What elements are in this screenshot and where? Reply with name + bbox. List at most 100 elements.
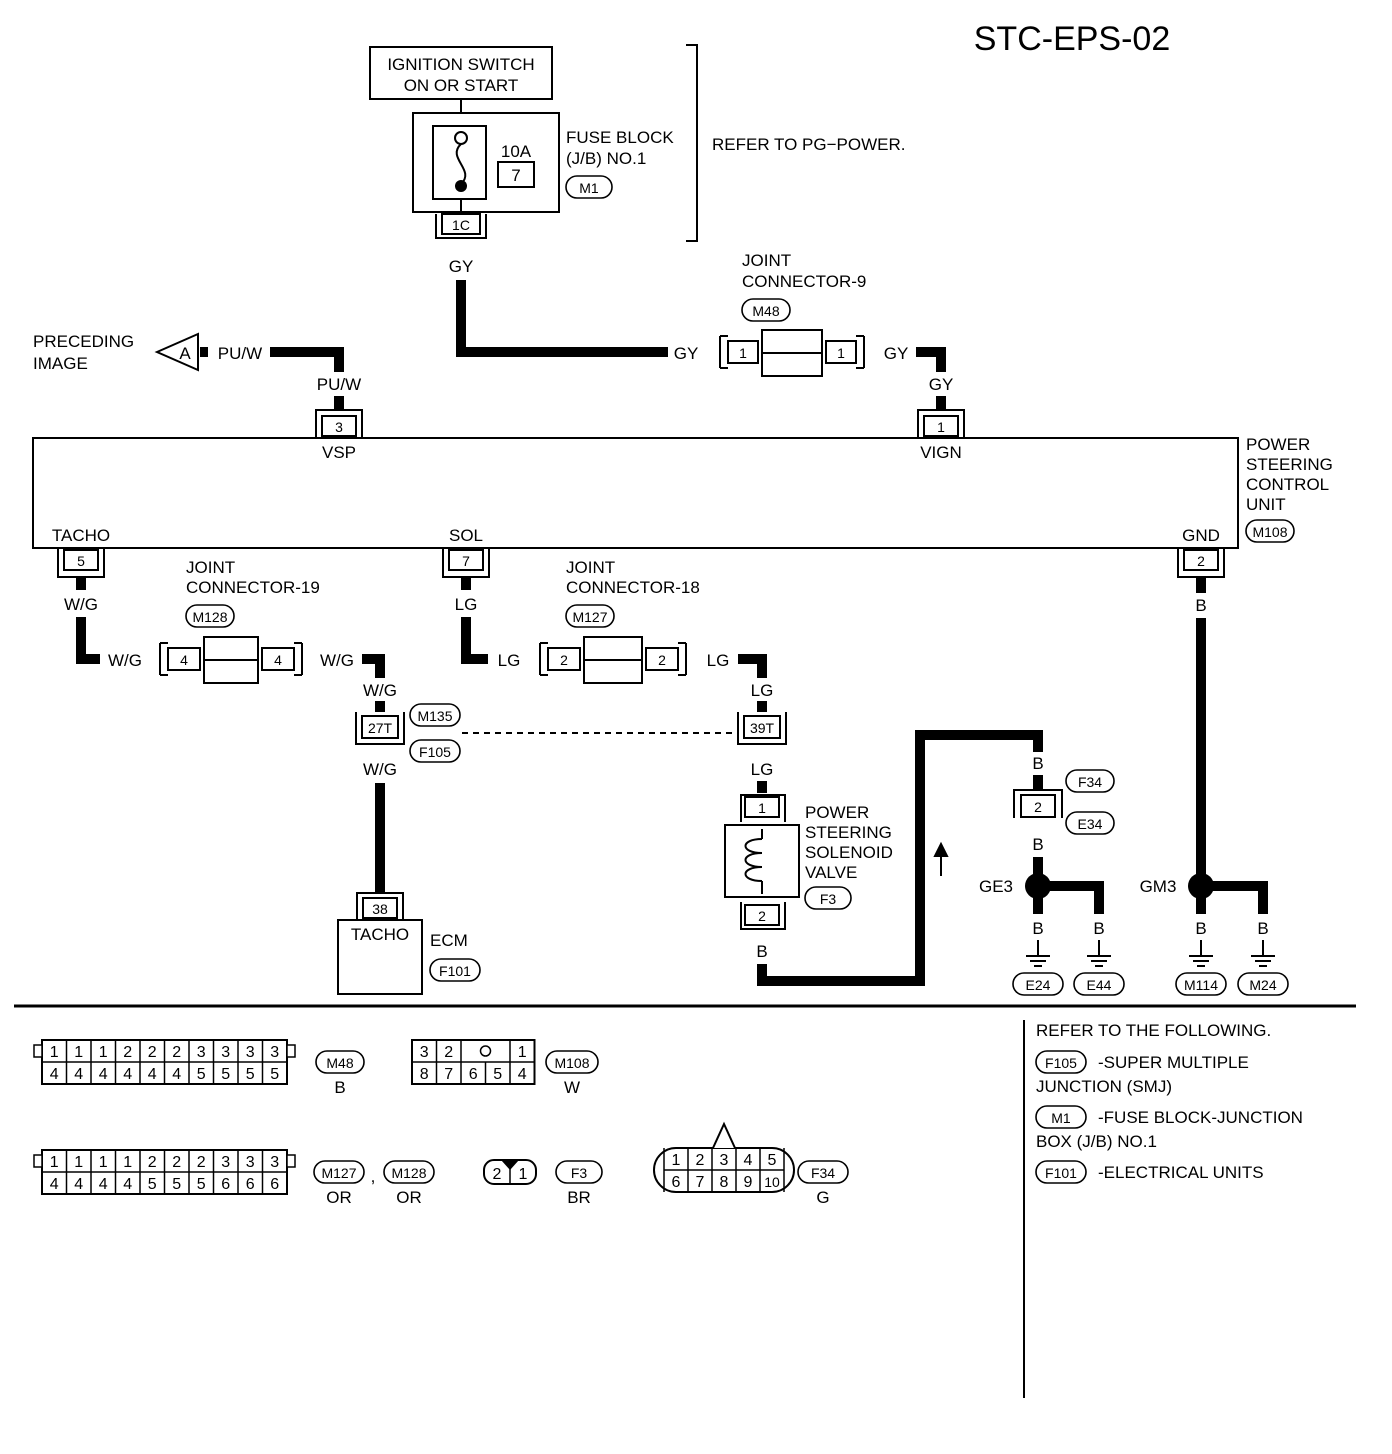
wire-label-puw-1: PU/W: [218, 344, 262, 363]
connector-pin-number: 4: [99, 1176, 108, 1193]
svg-text:2: 2: [560, 652, 568, 668]
connector-view-m127-tag: M127: [321, 1165, 356, 1181]
refer-item-f101-desc: -ELECTRICAL UNITS: [1098, 1163, 1264, 1182]
wire-label-lg-1: LG: [455, 595, 478, 614]
connector-pin-number: 4: [50, 1066, 59, 1083]
joint18-label: JOINT: [566, 558, 615, 577]
connector-pin-number: 1: [123, 1154, 132, 1171]
preceding-image-label: PRECEDING: [33, 332, 134, 351]
connector-pin-number: 6: [672, 1174, 681, 1191]
connector-pin-number: 5: [493, 1066, 502, 1083]
connector-pin-number: 1: [50, 1044, 59, 1061]
svg-text:ON OR START: ON OR START: [404, 76, 519, 95]
connector-pin-number: 4: [744, 1152, 753, 1169]
svg-text:5: 5: [77, 553, 85, 569]
m127-connector-tag: M127: [572, 609, 607, 625]
joint19-label-2: CONNECTOR-19: [186, 578, 320, 597]
svg-text:1: 1: [937, 419, 945, 435]
connector-view-m108-tag: M108: [554, 1055, 589, 1071]
wire-label-b-7: B: [1195, 919, 1206, 938]
m24-connector-tag: M24: [1249, 977, 1276, 993]
wire-label-wg-3: W/G: [320, 651, 354, 670]
power-reference: REFER TO PG−POWER.: [712, 135, 906, 154]
fuse-block: 10A 7: [412, 112, 560, 213]
connector-view-m127-color: OR: [326, 1188, 352, 1207]
refer-item-m1-desc-2: BOX (J/B) NO.1: [1036, 1132, 1157, 1151]
connector-lock-tab: [33, 1154, 43, 1168]
f101-connector-tag: F101: [439, 963, 471, 979]
pscu-label: POWER: [1246, 435, 1310, 454]
refer-item-f105-code: F105: [1045, 1055, 1077, 1071]
wire-label-gy-4: GY: [929, 375, 954, 394]
joint-connector-18: 2 2: [539, 636, 687, 684]
refer-item-f105-desc-2: JUNCTION (SMJ): [1036, 1077, 1172, 1096]
pscu-sol-label: SOL: [449, 526, 483, 545]
svg-text:2: 2: [1197, 553, 1205, 569]
connector-pin-number: 3: [420, 1044, 429, 1061]
gm3-label: GM3: [1140, 877, 1177, 896]
svg-text:1: 1: [758, 800, 766, 816]
pscu-gnd-label: GND: [1182, 526, 1220, 545]
f34-terminal-2: 2: [1013, 789, 1063, 818]
connector-pin-number: 4: [148, 1066, 157, 1083]
wire-label-wg-4: W/G: [363, 681, 397, 700]
connector-pin-number: 1: [518, 1044, 527, 1061]
refer-item-f101-code: F101: [1045, 1165, 1077, 1181]
svg-text:39T: 39T: [750, 720, 775, 736]
preceding-image-marker: A: [154, 332, 199, 372]
connector-pin-number: 6: [270, 1176, 279, 1193]
refer-item-f105-desc: -SUPER MULTIPLE: [1098, 1053, 1249, 1072]
connector-pin-number: 4: [123, 1176, 132, 1193]
fuse-terminal-1c: 1C: [435, 213, 487, 239]
connector-pin-number: 4: [518, 1066, 527, 1083]
connector-lock-tab: [33, 1044, 43, 1058]
power-steering-control-unit: [32, 437, 1239, 549]
ecm-terminal-38: 38: [356, 892, 404, 920]
ecm-box: [337, 919, 423, 995]
connector-pin-number: 6: [469, 1066, 478, 1083]
m114-connector-tag: M114: [1184, 977, 1218, 993]
connector-view-f34-color: G: [816, 1188, 829, 1207]
connector-view-m48-color: B: [334, 1078, 345, 1097]
svg-text:2: 2: [1034, 799, 1042, 815]
ecm-tacho-label: TACHO: [351, 925, 409, 944]
f105-connector-tag: F105: [419, 744, 451, 760]
connector-pin-number: 3: [221, 1154, 230, 1171]
wire-label-lg-2: LG: [498, 651, 521, 670]
pscu-terminal-sol: 7: [442, 548, 490, 578]
refer-item-m1-desc: -FUSE BLOCK-JUNCTION: [1098, 1108, 1303, 1127]
connector-pin-number: 2: [493, 1166, 502, 1183]
svg-text:1: 1: [739, 345, 747, 361]
connector-pin-number: 1: [99, 1044, 108, 1061]
joint18-label-2: CONNECTOR-18: [566, 578, 700, 597]
wire-label-wg-1: W/G: [64, 595, 98, 614]
svg-text:2: 2: [658, 652, 666, 668]
connector-pin-number: 4: [123, 1066, 132, 1083]
svg-text:2: 2: [758, 908, 766, 924]
wire-label-lg-3: LG: [707, 651, 730, 670]
connector-pin-number: 3: [270, 1044, 279, 1061]
pscu-terminal-vsp: 3: [315, 409, 363, 438]
solenoid-label-2: STEERING: [805, 823, 892, 842]
connector-pin-number: 4: [74, 1066, 83, 1083]
connector-pin-number: 5: [197, 1176, 206, 1193]
connector-pin-number: 2: [172, 1044, 181, 1061]
pscu-terminal-gnd: 2: [1177, 548, 1225, 578]
wire-label-b-5: B: [1093, 919, 1104, 938]
connector-pin-number: 3: [197, 1044, 206, 1061]
smj-terminal-27t: 27T: [355, 712, 405, 745]
connector-pin-number: 7: [444, 1066, 453, 1083]
svg-text:1: 1: [837, 345, 845, 361]
svg-text:A: A: [179, 344, 191, 363]
wire-label-puw-2: PU/W: [317, 375, 361, 394]
fuse-block-label: FUSE BLOCK: [566, 128, 674, 147]
wire-label-b-6: B: [1195, 596, 1206, 615]
wire-label-lg-4: LG: [751, 681, 774, 700]
svg-text:3: 3: [335, 419, 343, 435]
pscu-vign-label: VIGN: [920, 443, 962, 462]
connector-pin-number: 7: [696, 1174, 705, 1191]
